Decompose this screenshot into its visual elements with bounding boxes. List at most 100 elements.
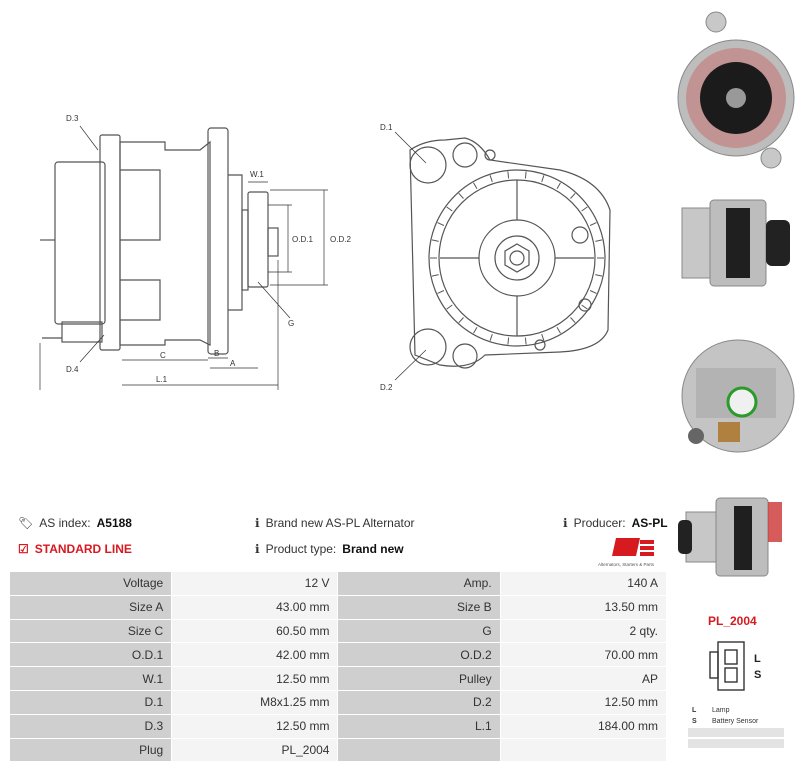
spec-value: 140 A	[499, 571, 668, 596]
spec-value: 12.50 mm	[171, 713, 339, 739]
spec-label: Amp.	[337, 571, 501, 596]
spec-value: 12.50 mm	[171, 666, 339, 691]
housing-slot	[570, 317, 576, 324]
spec-value: 60.50 mm	[171, 618, 339, 644]
spec-label: O.D.1	[8, 642, 173, 668]
info-icon: ℹ	[563, 516, 568, 530]
label-c: C	[160, 351, 166, 360]
spec-label: D.2	[337, 689, 501, 715]
plug-title: PL_2004	[708, 614, 757, 628]
side-view	[40, 127, 279, 355]
housing-slot	[431, 239, 439, 242]
spec-label: Plug	[8, 737, 173, 763]
spec-label: Size C	[8, 618, 173, 644]
as-index-value: A5188	[96, 516, 132, 530]
housing-slot	[437, 222, 445, 226]
standard-line: ☑ STANDARD LINE	[18, 542, 132, 556]
spec-label: Pulley	[337, 666, 501, 691]
spec-value: 43.00 mm	[171, 594, 339, 620]
info-icon: ℹ	[255, 516, 260, 530]
spec-value	[499, 737, 668, 763]
product-info: 🏷︎ AS index: A5188 ☑ STANDARD LINE ℹ Bra…	[0, 510, 670, 570]
housing-slot	[458, 317, 464, 324]
svg-text:Alternators, Starters & Parts: Alternators, Starters & Parts	[598, 562, 655, 567]
label-d1: D.1	[380, 123, 393, 132]
housing-slot	[556, 327, 561, 334]
technical-drawing: D.3 D.4 W.1 O.D.1 O.D.2 G C B A L.1 D.1 …	[39, 114, 611, 392]
label-d4: D.4	[66, 365, 79, 374]
housing-slot	[589, 290, 597, 294]
spec-label: W.1	[8, 666, 173, 691]
housing-slot	[507, 337, 510, 345]
tags-icon: 🏷︎	[18, 516, 34, 530]
spec-value: 42.00 mm	[171, 642, 339, 668]
spec-value: M8x1.25 mm	[171, 689, 339, 715]
label-b: B	[214, 349, 219, 358]
spec-value: PL_2004	[171, 737, 339, 763]
housing-slot	[489, 333, 493, 341]
housing-slot	[595, 274, 603, 277]
spec-label: Size B	[337, 594, 501, 620]
product-photos	[672, 0, 800, 600]
spec-value: 13.50 mm	[499, 594, 668, 620]
plug-diagram: L S	[709, 641, 761, 691]
producer: ℹ Producer: AS-PL	[563, 516, 668, 530]
housing-slot	[431, 274, 439, 277]
label-g: G	[288, 319, 294, 328]
housing-slot	[581, 206, 588, 212]
housing-slot	[473, 182, 478, 189]
pin-s: S	[754, 669, 761, 681]
checkbox-icon: ☑	[18, 542, 29, 556]
spec-label: D.1	[8, 689, 173, 715]
housing-slot	[541, 333, 545, 341]
housing-slot	[524, 337, 527, 345]
as-pl-logo: Alternators, Starters & Parts	[598, 538, 655, 567]
housing-slot	[458, 192, 464, 199]
housing-slot	[581, 304, 588, 310]
legend-row	[688, 728, 784, 737]
housing-slot	[437, 290, 445, 294]
spec-value: 184.00 mm	[499, 713, 668, 739]
label-od1: O.D.1	[292, 235, 313, 244]
info-icon: ℹ	[255, 542, 260, 556]
spec-label: Voltage	[8, 571, 173, 596]
housing-slot	[446, 304, 453, 310]
spec-label	[337, 737, 501, 763]
housing-slot	[570, 192, 576, 199]
spec-label: L.1	[337, 713, 501, 739]
front-view	[409, 137, 611, 369]
as-index: 🏷︎ AS index: A5188	[18, 516, 132, 530]
photo-front[interactable]	[676, 8, 796, 173]
spec-value: 70.00 mm	[499, 642, 668, 668]
photo-rear[interactable]	[676, 318, 796, 478]
photo-angle[interactable]	[676, 482, 796, 592]
housing-slot	[524, 171, 527, 179]
label-a: A	[230, 359, 236, 368]
housing-slot	[595, 239, 603, 242]
label-od2: O.D.2	[330, 235, 351, 244]
spec-value: 12 V	[171, 571, 339, 596]
spec-value: AP	[499, 666, 668, 691]
label-d2: D.2	[380, 383, 393, 392]
housing-slot	[489, 175, 493, 183]
photo-side[interactable]	[676, 178, 796, 308]
product-type: ℹ Product type: Brand new	[255, 542, 404, 556]
housing-slot	[507, 171, 510, 179]
spec-label: D.3	[8, 713, 173, 739]
spec-label: Size A	[8, 594, 173, 620]
housing-slot	[473, 327, 478, 334]
label-d3: D.3	[66, 114, 79, 123]
label-w1: W.1	[250, 170, 264, 179]
label-l1: L.1	[156, 375, 168, 384]
housing-slot	[556, 182, 561, 189]
